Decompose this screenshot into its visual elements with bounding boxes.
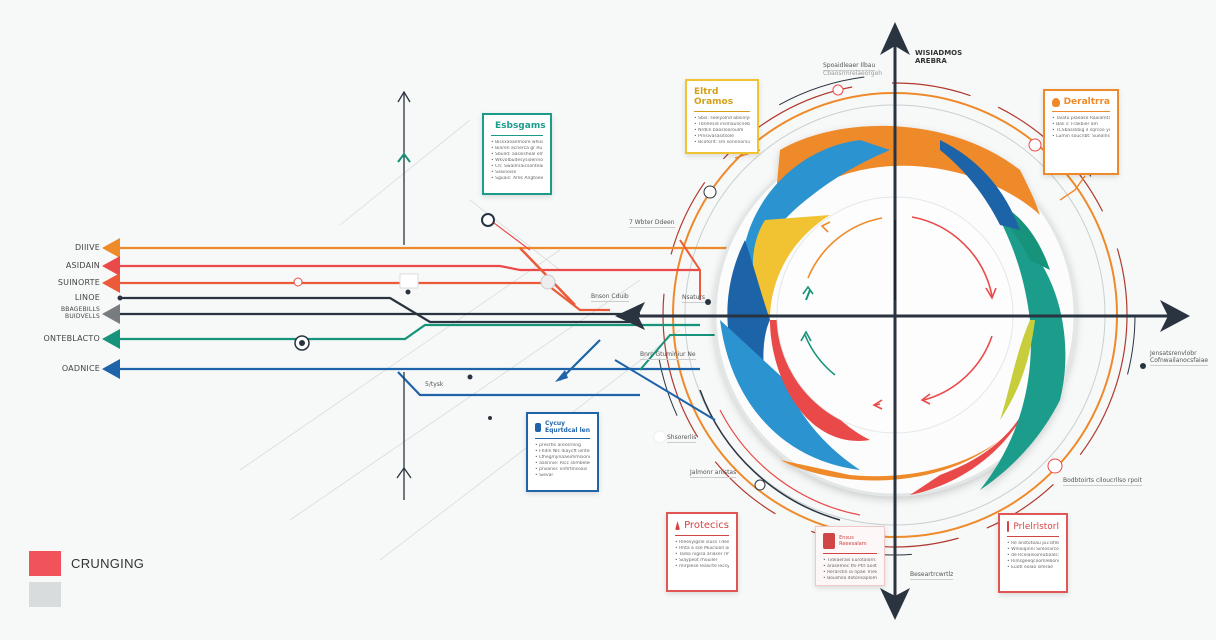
axis-arrow-down-icon [880, 588, 910, 620]
mid-label-bnson: Bnson Cduib [591, 293, 629, 302]
red-card-right-line: Wlnoiqinni Sinlosiircoiseal [1007, 547, 1059, 553]
lane-label-bbagebills: BBAGEBILLS BUIDVELLS [60, 306, 100, 320]
lane-lines [118, 219, 730, 421]
yellow-card-line: Tbnhesid insmaulicnebot [694, 122, 750, 128]
lane-label-asidain: ASIDAIN [65, 261, 100, 270]
red-card-right-line: Rilnsgeeqcoomleboniice [1007, 559, 1059, 565]
red-card-left-line: Siaypeot rhouiler [675, 558, 729, 564]
red-card-left-line: Rhta a sse Muicluoll aelifnhn [675, 546, 729, 552]
top-left-caption-sub: Cbaosrmrelaeorgeh [823, 70, 883, 77]
red-card-center-line: arasemec thi Ptrl aoiltelion us sl a [823, 564, 877, 570]
mid-label-shsorerlis: Shsorerlis [667, 434, 697, 443]
red-card-left-title: Protecics [684, 520, 729, 531]
red-card-right-line: de Rceialsoireutioals: TTreB [1007, 553, 1059, 559]
red-info-card-protecics: Protecics Rleesyigsle sluss Tdeedirse Rh… [666, 512, 738, 592]
right-label-bodbt: Bodbtoirts ciloucrllso rpoit [1063, 477, 1142, 486]
red-card-right-title: Prlelrlstorl [1013, 521, 1059, 532]
red-card-left-line: mirplese leasirte lecsyico [675, 564, 729, 570]
blue-card-line: Sievar [535, 473, 590, 479]
legend: CRUNGING [29, 550, 144, 612]
inner-cycle-arrows [800, 216, 997, 410]
orange-card-line: TCSbasslibig il sqrcoo yoip [1052, 128, 1110, 134]
lane-arrowheads [102, 238, 123, 379]
legend-item-crunging: CRUNGING [29, 550, 144, 577]
lane-nodes [293, 84, 1146, 491]
orange-info-card: Deraltrra Taiatu plaease Raxiamta a aero… [1043, 89, 1119, 175]
legend-item-gray [29, 581, 144, 608]
right-label-cofnw: Cofnwailanocsfaiae [1150, 357, 1209, 366]
red-info-card-center: Ensus Reeesalam Tideaerais Eurotaiorn: d… [815, 526, 885, 586]
lane-label-onteblacto: ONTEBLACTO [43, 334, 100, 343]
axis-arrow-right-icon [1160, 300, 1190, 332]
mid-label-jalmonr: Jalmonr anistas [690, 469, 737, 478]
teal-card-line: Biaren acnerca gr Ru [491, 146, 543, 152]
red-card-right-line: Euotl eolao siferae [1007, 565, 1059, 571]
lane-label-linoe: LINOE [74, 293, 100, 302]
red-card-right-line: Re anstotoau pu:slfilsleoru [1007, 541, 1059, 547]
teal-card-title: Esbsgams [495, 121, 546, 131]
shield-icon [1052, 97, 1060, 107]
crosshair-axes [615, 22, 1190, 620]
red-card-center-line: Rerarstin ia npae Trieleo arrfe poaie [823, 570, 877, 576]
red-card-center-title: Ensus Reeesalam [839, 535, 867, 547]
orange-card-line: Lumin soucnbt: Suealns yoaur frakyo [1052, 134, 1110, 140]
teal-card-line: Sguais: Arlik Angtoeeift [491, 176, 543, 182]
bottom-label: Beseartrcwrtlz [910, 571, 954, 580]
teal-card-line: Wkvolbudesysioerinosait [491, 158, 543, 164]
yellow-card-line: Sbis: seeiyolnd absinlys seuncnar [694, 116, 750, 122]
red-card-center-line: Tideaerais Eurotaiorn: diaodal [823, 558, 877, 564]
blue-card-line: presrtls aressrning [535, 443, 590, 449]
yellow-card-title: Eltrd Oramos [694, 87, 734, 107]
mid-label-wbter: 7 Wbter Ddeen [629, 219, 675, 228]
teal-card-line: Sasinoise [491, 170, 543, 176]
legend-label: CRUNGING [71, 556, 145, 571]
team-icon [1007, 521, 1010, 532]
mid-label-5tysk: 5/tysk [425, 381, 444, 388]
vertical-arrow-left [396, 90, 412, 500]
yellow-card-line: Prnsivasasitsole [694, 134, 750, 140]
blue-card-line: Lfheg/njinaaeimmsionosinsnio [535, 455, 590, 461]
teal-card-line: Bissxaliaemoire whisdeai [491, 140, 543, 146]
teal-card-line: Sbuild: aassisheal emilirerme [491, 152, 543, 158]
axis-arrow-left-icon [615, 302, 645, 330]
right-label-jensats: Jensatsrenvlobr [1150, 350, 1197, 357]
red-info-card-right: Prlelrlstorl Re anstotoau pu:slfilsleoru… [998, 513, 1068, 593]
top-left-caption: Spoaidleaer Ilbau [823, 62, 876, 71]
lane-label-oadnice: OADNICE [61, 364, 100, 373]
bank-icon [823, 533, 836, 549]
mid-label-nsaturs: Nsaturs [682, 294, 706, 303]
building-icon [535, 422, 542, 432]
yellow-card-line: Nrdlin baoslooroulm [694, 128, 750, 134]
top-right-header: WISIADMOS AREBRA [915, 49, 963, 65]
lane-label-suinorte: SUINORTE [57, 278, 100, 287]
axis-arrow-up-icon [880, 22, 910, 55]
blue-card-title: Cycuy Equrtdcal len [545, 420, 590, 434]
orange-card-line: Taiatu plaease Raxiamta a aeroia [1052, 116, 1110, 122]
mid-label-bnrc: Bnrc Gtuminiur Ne [640, 351, 696, 360]
orange-card-title: Deraltrra [1063, 97, 1110, 107]
blue-card-line: Fhdln Nlc diaycft ienterbuoebrotsle [535, 449, 590, 455]
yellow-info-card: Eltrd Oramos Sbis: seeiyolnd absinlys se… [685, 79, 759, 154]
red-card-left-line: Rleesyigsle sluss Tdeedirse [675, 540, 729, 546]
blue-info-card: Cycuy Equrtdcal len presrtls aressrning … [526, 412, 599, 492]
legend-swatch-red [29, 551, 61, 576]
warning-icon [675, 521, 681, 530]
orange-card-line: Bali s: Frakbier am [1052, 122, 1110, 128]
teal-info-card: Esbsgams Bissxaliaemoire whisdeai Biaren… [482, 113, 552, 195]
blue-card-line: pniianei: iinfirtlnsoais [535, 467, 590, 473]
red-card-left-line: Tadia nigisa ariaser rmil seng [675, 552, 729, 558]
blue-card-line: aalinnie: Ricc slimbelecirsreci [535, 461, 590, 467]
lane-label-drive: DIIIVE [75, 243, 100, 252]
yellow-card-line: Bcoforit: sm sonnnorsiis [694, 140, 750, 146]
legend-swatch-gray [29, 582, 61, 607]
red-card-center-line: Boushila dotonsaplom BIDSES [823, 576, 877, 582]
teal-card-line: Ch: Swallnraicsonteagslogs [491, 164, 543, 170]
